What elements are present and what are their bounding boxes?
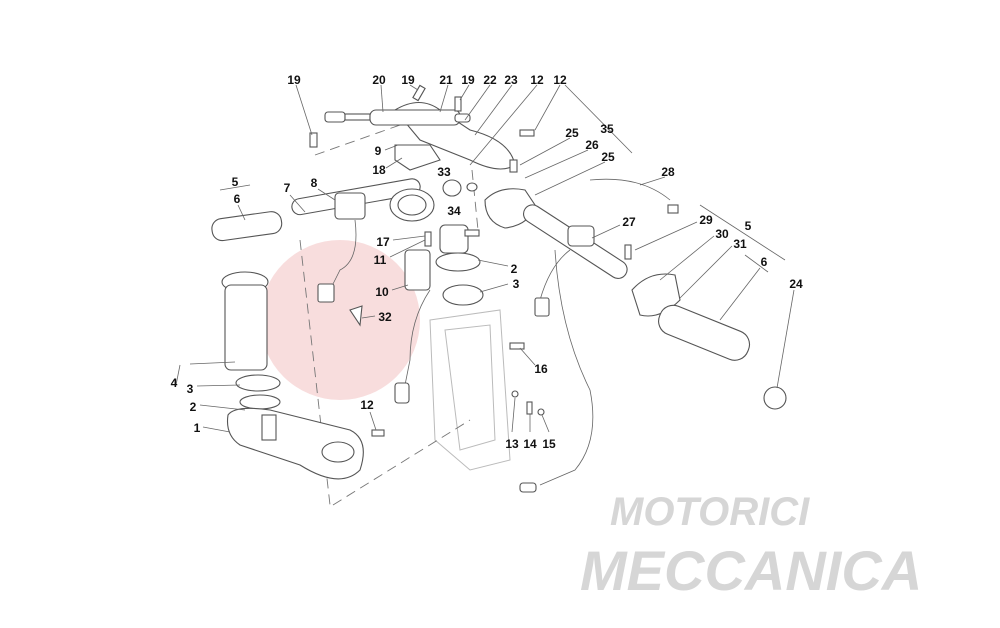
callout: 15 bbox=[542, 437, 556, 451]
callout: 3 bbox=[187, 382, 194, 396]
callout: 14 bbox=[523, 437, 537, 451]
assembly-line bbox=[299, 239, 331, 506]
callout: 24 bbox=[789, 277, 803, 291]
callout: 3 bbox=[513, 277, 520, 291]
fasteners bbox=[309, 84, 632, 437]
callout: 25 bbox=[565, 126, 579, 140]
frame-steering-head bbox=[429, 309, 511, 471]
callout: 19 bbox=[287, 73, 301, 87]
callout: 33 bbox=[437, 165, 451, 179]
callout: 30 bbox=[715, 227, 729, 241]
callout: 7 bbox=[284, 181, 291, 195]
callout: 4 bbox=[171, 376, 178, 390]
callout: 23 bbox=[504, 73, 518, 87]
watermark: MOTORICI MECCANICA bbox=[580, 490, 922, 602]
steering-damper bbox=[324, 101, 516, 171]
callout: 26 bbox=[585, 138, 599, 152]
callout: 5 bbox=[745, 219, 752, 233]
callout: 12 bbox=[530, 73, 544, 87]
callout: 9 bbox=[375, 144, 382, 158]
callout: 2 bbox=[190, 400, 197, 414]
callout: 17 bbox=[376, 235, 390, 249]
callout: 1 bbox=[194, 421, 201, 435]
callout: 20 bbox=[372, 73, 386, 87]
callout: 28 bbox=[661, 165, 675, 179]
assembly-line bbox=[471, 169, 479, 231]
callout: 31 bbox=[733, 237, 747, 251]
assembly-line bbox=[332, 419, 471, 506]
watermark-line1: MOTORICI bbox=[610, 490, 810, 534]
callout: 8 bbox=[311, 176, 318, 190]
callout: 13 bbox=[505, 437, 519, 451]
watermark-line2: MECCANICA bbox=[580, 539, 922, 602]
callout: 34 bbox=[447, 204, 461, 218]
callout: 19 bbox=[461, 73, 475, 87]
callout: 11 bbox=[374, 253, 387, 267]
callout: 18 bbox=[372, 163, 386, 177]
callout: 27 bbox=[622, 215, 636, 229]
left-handlebar bbox=[211, 178, 435, 303]
right-handlebar bbox=[484, 178, 787, 493]
steering-stem bbox=[221, 271, 364, 480]
watermark-logo-circle bbox=[260, 240, 420, 400]
callout: 5 bbox=[232, 175, 239, 189]
callout: 10 bbox=[375, 285, 389, 299]
callout: 12 bbox=[360, 398, 374, 412]
ignition-switch bbox=[349, 179, 484, 404]
callout: 35 bbox=[600, 122, 614, 136]
callout: 12 bbox=[553, 73, 567, 87]
callout: 19 bbox=[401, 73, 415, 87]
assembly-line bbox=[314, 124, 401, 156]
callout: 6 bbox=[234, 192, 241, 206]
callout: 22 bbox=[483, 73, 497, 87]
callout: 32 bbox=[378, 310, 392, 324]
callout: 2 bbox=[511, 262, 518, 276]
callout: 29 bbox=[699, 213, 713, 227]
callout: 6 bbox=[761, 255, 768, 269]
callouts: 19 20 19 21 19 22 23 12 12 35 25 26 25 2… bbox=[171, 73, 803, 451]
leader-lines bbox=[175, 84, 795, 433]
callout: 25 bbox=[601, 150, 615, 164]
callout: 16 bbox=[534, 362, 548, 376]
callout: 21 bbox=[439, 73, 453, 87]
